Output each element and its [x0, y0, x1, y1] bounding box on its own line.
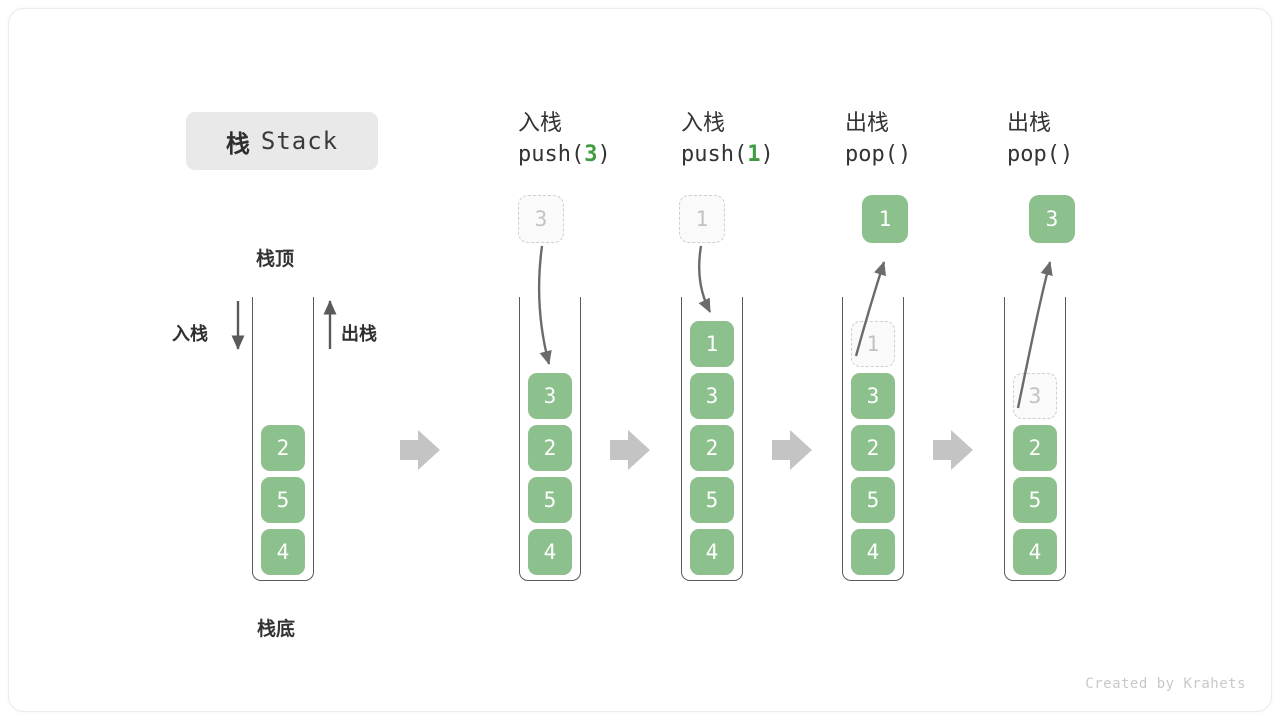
- code-suffix: ): [1059, 142, 1074, 167]
- header-line-code: push(1): [681, 138, 851, 172]
- stack-cell: 4: [261, 529, 305, 575]
- stack-container: [252, 297, 314, 581]
- header-line-cn: 出栈: [1007, 110, 1052, 135]
- stack-cell: 4: [528, 529, 572, 575]
- stack-cell-removed: 3: [1013, 373, 1057, 419]
- stack-cell: 3: [528, 373, 572, 419]
- incoming-element-box: 1: [679, 195, 725, 243]
- title-en: Stack: [260, 127, 339, 155]
- popped-element-box: 1: [862, 195, 908, 243]
- title-chip: 栈 Stack: [186, 112, 378, 170]
- column-header-push-3: 入栈 push(3): [518, 108, 688, 172]
- stack-cell: 3: [690, 373, 734, 419]
- header-line-code: pop(): [1007, 138, 1177, 172]
- stack-cell: 5: [690, 477, 734, 523]
- header-line-code: pop(): [845, 138, 1015, 172]
- stack-cell: 3: [851, 373, 895, 419]
- header-line-cn: 入栈: [518, 110, 563, 135]
- stack-cell: 4: [690, 529, 734, 575]
- column-header-pop-3: 出栈 pop(): [1007, 108, 1177, 172]
- column-header-push-1: 入栈 push(1): [681, 108, 851, 172]
- stack-cell: 2: [528, 425, 572, 471]
- stack-container: [681, 297, 743, 581]
- stack-cell-removed: 1: [851, 321, 895, 367]
- stack-cell: 4: [851, 529, 895, 575]
- stack-bottom-label: 栈底: [257, 619, 296, 640]
- header-line-code: push(3): [518, 138, 688, 172]
- push-side-label: 入栈: [172, 324, 208, 344]
- column-header-pop-1: 出栈 pop(): [845, 108, 1015, 172]
- stack-cell: 2: [690, 425, 734, 471]
- stack-cell: 4: [1013, 529, 1057, 575]
- credit-text: Created by Krahets: [1085, 676, 1246, 692]
- stack-container: [842, 297, 904, 581]
- stack-container: [1004, 297, 1066, 581]
- header-line-cn: 入栈: [681, 110, 726, 135]
- stack-top-label: 栈顶: [256, 249, 295, 270]
- stack-cell: 1: [690, 321, 734, 367]
- header-line-cn: 出栈: [845, 110, 890, 135]
- stack-cell: 5: [1013, 477, 1057, 523]
- code-prefix: push(: [681, 142, 748, 167]
- code-suffix: ): [897, 142, 912, 167]
- pop-side-label: 出栈: [341, 324, 377, 344]
- code-suffix: ): [760, 142, 774, 167]
- stack-cell: 2: [851, 425, 895, 471]
- code-argument: 3: [584, 142, 598, 167]
- title-cn: 栈: [225, 130, 251, 158]
- code-prefix: pop(: [1007, 142, 1060, 167]
- stack-cell: 5: [261, 477, 305, 523]
- code-prefix: pop(: [845, 142, 898, 167]
- stack-cell: 5: [851, 477, 895, 523]
- stack-container: [519, 297, 581, 581]
- code-argument: 1: [747, 142, 761, 167]
- stack-cell: 2: [1013, 425, 1057, 471]
- popped-element-box: 3: [1029, 195, 1075, 243]
- code-suffix: ): [597, 142, 611, 167]
- stack-cell: 5: [528, 477, 572, 523]
- stack-cell: 2: [261, 425, 305, 471]
- incoming-element-box: 3: [518, 195, 564, 243]
- code-prefix: push(: [518, 142, 585, 167]
